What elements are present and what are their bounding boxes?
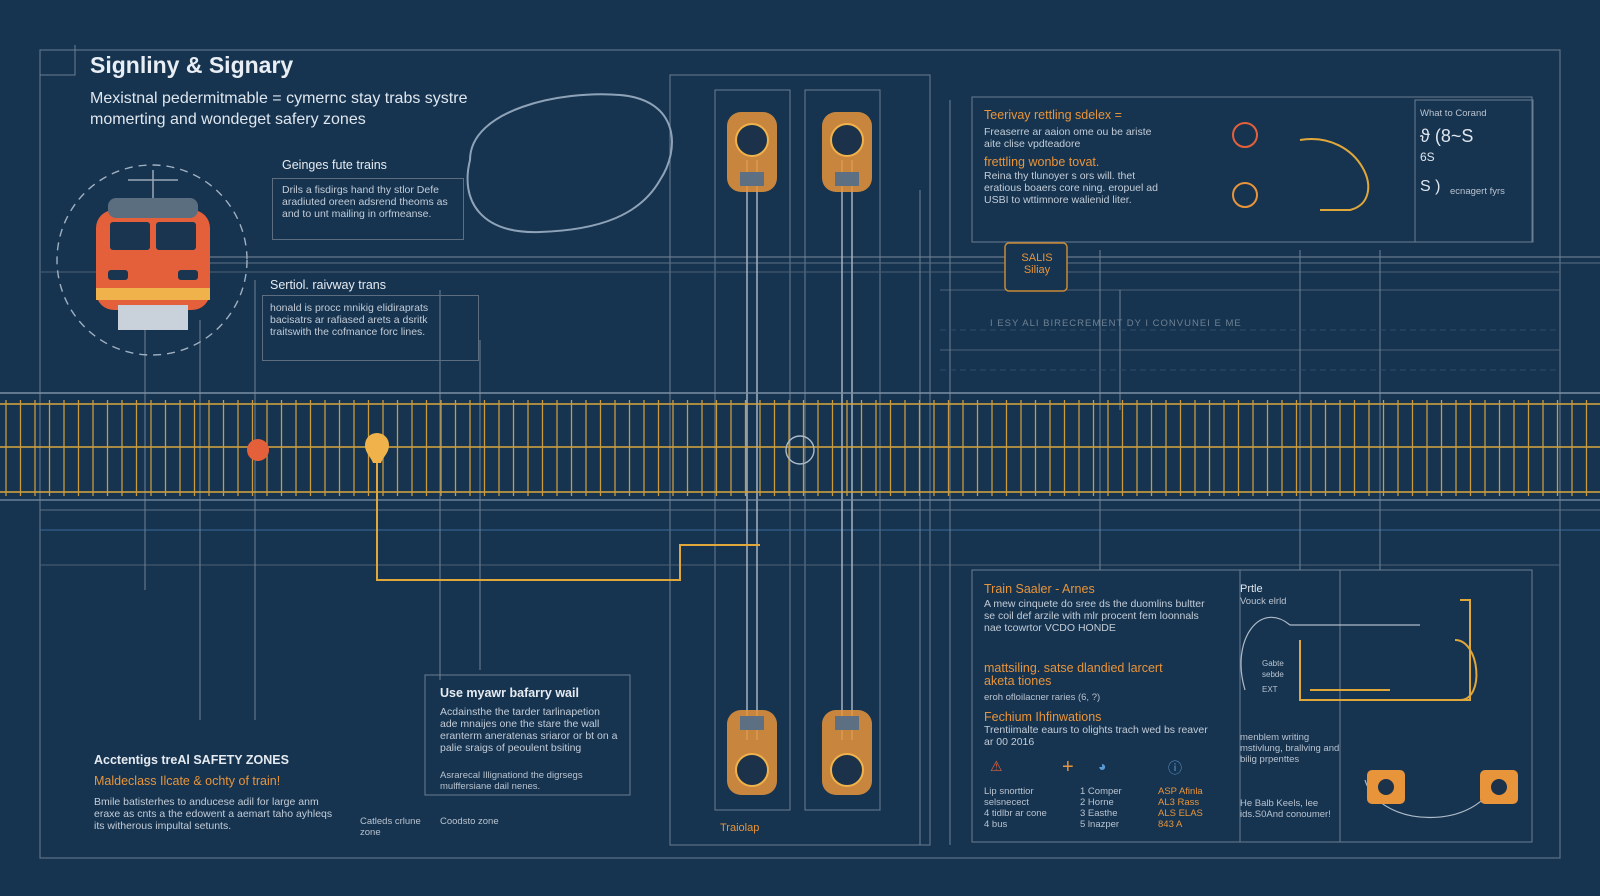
bottom-right-heading-1: Train Saaler - Arnes	[984, 582, 1095, 596]
bottom-right-body-1: A mew cinquete do sree ds the duomlins b…	[984, 598, 1205, 634]
dashed-band-caption: I ESY ALI BIRECREMENT DY I CONVUNEI E ME	[990, 318, 1242, 329]
signal-head-bottom-left	[727, 710, 777, 795]
bottom-right-heading-2: mattsiling. satse dlandied larcert aketa…	[984, 661, 1163, 688]
warning-icon: ⚠	[990, 758, 1003, 774]
locomotive-ring	[56, 164, 248, 356]
signal-box	[1004, 242, 1068, 292]
note-box-1	[272, 178, 464, 240]
list-item: 4 bus	[984, 819, 1008, 830]
list-item: 3 Easthe	[1080, 808, 1118, 819]
bottom-right-icon-row: ⚠ + ◕ ⓘ	[990, 756, 1230, 780]
left-heading-4: Maldeclass Ilcate & ochty of train!	[94, 774, 281, 788]
list-item: 2 Horne	[1080, 797, 1114, 808]
gauge-icon-left	[1367, 770, 1405, 804]
bottom-right-side-title: Prtle	[1240, 583, 1263, 595]
center-column-frame	[669, 74, 931, 846]
center-body-2: Asrarecal Illignationd the digrsegs mulf…	[440, 770, 583, 792]
bottom-list-mid: 1 Comper 2 Horne 3 Easthe 5 lnazper	[1080, 786, 1152, 830]
glyph-row: ϑ (8~S	[1420, 126, 1474, 146]
top-right-heading-2: frettling wonbe tovat.	[984, 155, 1100, 169]
list-item: ASP Afinla	[1158, 786, 1203, 797]
top-right-frame	[971, 96, 1533, 243]
list-item: AL3 Rass	[1158, 797, 1200, 808]
locomotive-icon	[96, 170, 210, 330]
left-heading-1: Geinges fute trains	[282, 158, 387, 172]
terrain-outline	[466, 93, 673, 234]
bottom-right-side-note-1: menblem writing mstivlung, brallving and…	[1240, 732, 1340, 765]
center-bottom-label: Traiolap	[720, 822, 760, 834]
bottom-right-side-sub: Vouck elrld	[1240, 596, 1287, 607]
info-icon: ⓘ	[1168, 760, 1182, 776]
gauge-icon-right	[1480, 770, 1518, 804]
list-item: selsnecect	[984, 797, 1029, 808]
top-right-side-note: ecnagert fyrs	[1450, 186, 1505, 197]
list-item: 1 Comper	[1080, 786, 1122, 797]
top-right-body-2: Reina thy tlunoyer s ors will. thet erat…	[984, 170, 1158, 206]
list-item: 843 A	[1158, 819, 1183, 830]
zone-label-2: Coodsto zone	[440, 816, 499, 827]
top-right-panel-label: What to Corand	[1420, 108, 1487, 119]
top-right-body-1: Freaserre ar aaion ome ou be ariste aite…	[984, 126, 1152, 150]
left-heading-2: Sertiol. raivway trans	[270, 278, 387, 292]
left-body-2: honald is procc mnikig elidiraprats baci…	[270, 302, 429, 338]
signal-box-label: SALIS Siliay	[1021, 252, 1053, 276]
outer-frame	[39, 49, 1561, 859]
list-item: 4 tidlbr ar cone	[984, 808, 1047, 819]
bottom-list-left: Lip snorttior selsnecect 4 tidlbr ar con…	[984, 786, 1064, 830]
warning-icon	[247, 439, 269, 461]
railway-track	[0, 392, 1600, 501]
signal-head-bottom-right	[822, 710, 872, 795]
glyph-row-3: S )	[1420, 178, 1441, 195]
list-item: 5 lnazper	[1080, 819, 1120, 830]
bottom-right-note-2: eroh ofloilacner raries (6, ?)	[984, 692, 1101, 703]
glyph-row-2: 6S	[1420, 150, 1435, 164]
list-item: ALS ELAS	[1158, 808, 1203, 819]
circuit-tiny-label-1: Gabte sebde	[1262, 659, 1284, 679]
bottom-right-heading-3: Fechium Ihfinwations	[984, 710, 1102, 724]
bottom-right-body-3: Trentiimalte eaurs to olights trach wed …	[984, 724, 1208, 748]
right-signal-wire	[1299, 599, 1471, 701]
signal-head-top-right	[822, 112, 872, 192]
plus-icon: +	[1062, 756, 1074, 778]
left-heading-3: Acctentigs treAl SAFETY ZONES	[94, 753, 289, 767]
signal-wire	[376, 462, 760, 581]
center-text-frame	[424, 674, 631, 796]
page-title: Signliny & Signary	[90, 52, 294, 78]
bottom-right-side-note-2: He Balb Keels, lee ids.S0And conoumer!	[1240, 798, 1331, 820]
page-subtitle: Mexistnal pedermitmable = cymernc stay t…	[90, 90, 468, 128]
signal-head-top-left	[727, 112, 777, 192]
top-right-heading-1: Teerivay rettling sdelex =	[984, 108, 1122, 122]
circuit-node-top-right	[1232, 122, 1258, 208]
note-box-2	[262, 295, 479, 361]
left-body-1: Drils a fisdirgs hand thy stlor Defe ara…	[282, 184, 448, 220]
zone-label-1: Catleds crlune zone	[360, 816, 421, 838]
left-body-4: Bmile batisterhes to anducese adil for l…	[94, 796, 333, 832]
gauge-icon: ◕	[1098, 758, 1107, 774]
circuit-tiny-label-2: EXT	[1262, 685, 1278, 694]
center-body: Acdainsthe the tarder tarlinapetion ade …	[440, 706, 618, 754]
bottom-list-right: ASP Afinla AL3 Rass ALS ELAS 843 A	[1158, 786, 1228, 830]
signal-lamp-icon	[365, 433, 389, 463]
list-item: Lip snorttior	[984, 786, 1034, 797]
center-heading: Use myawr bafarry wail	[440, 686, 579, 700]
